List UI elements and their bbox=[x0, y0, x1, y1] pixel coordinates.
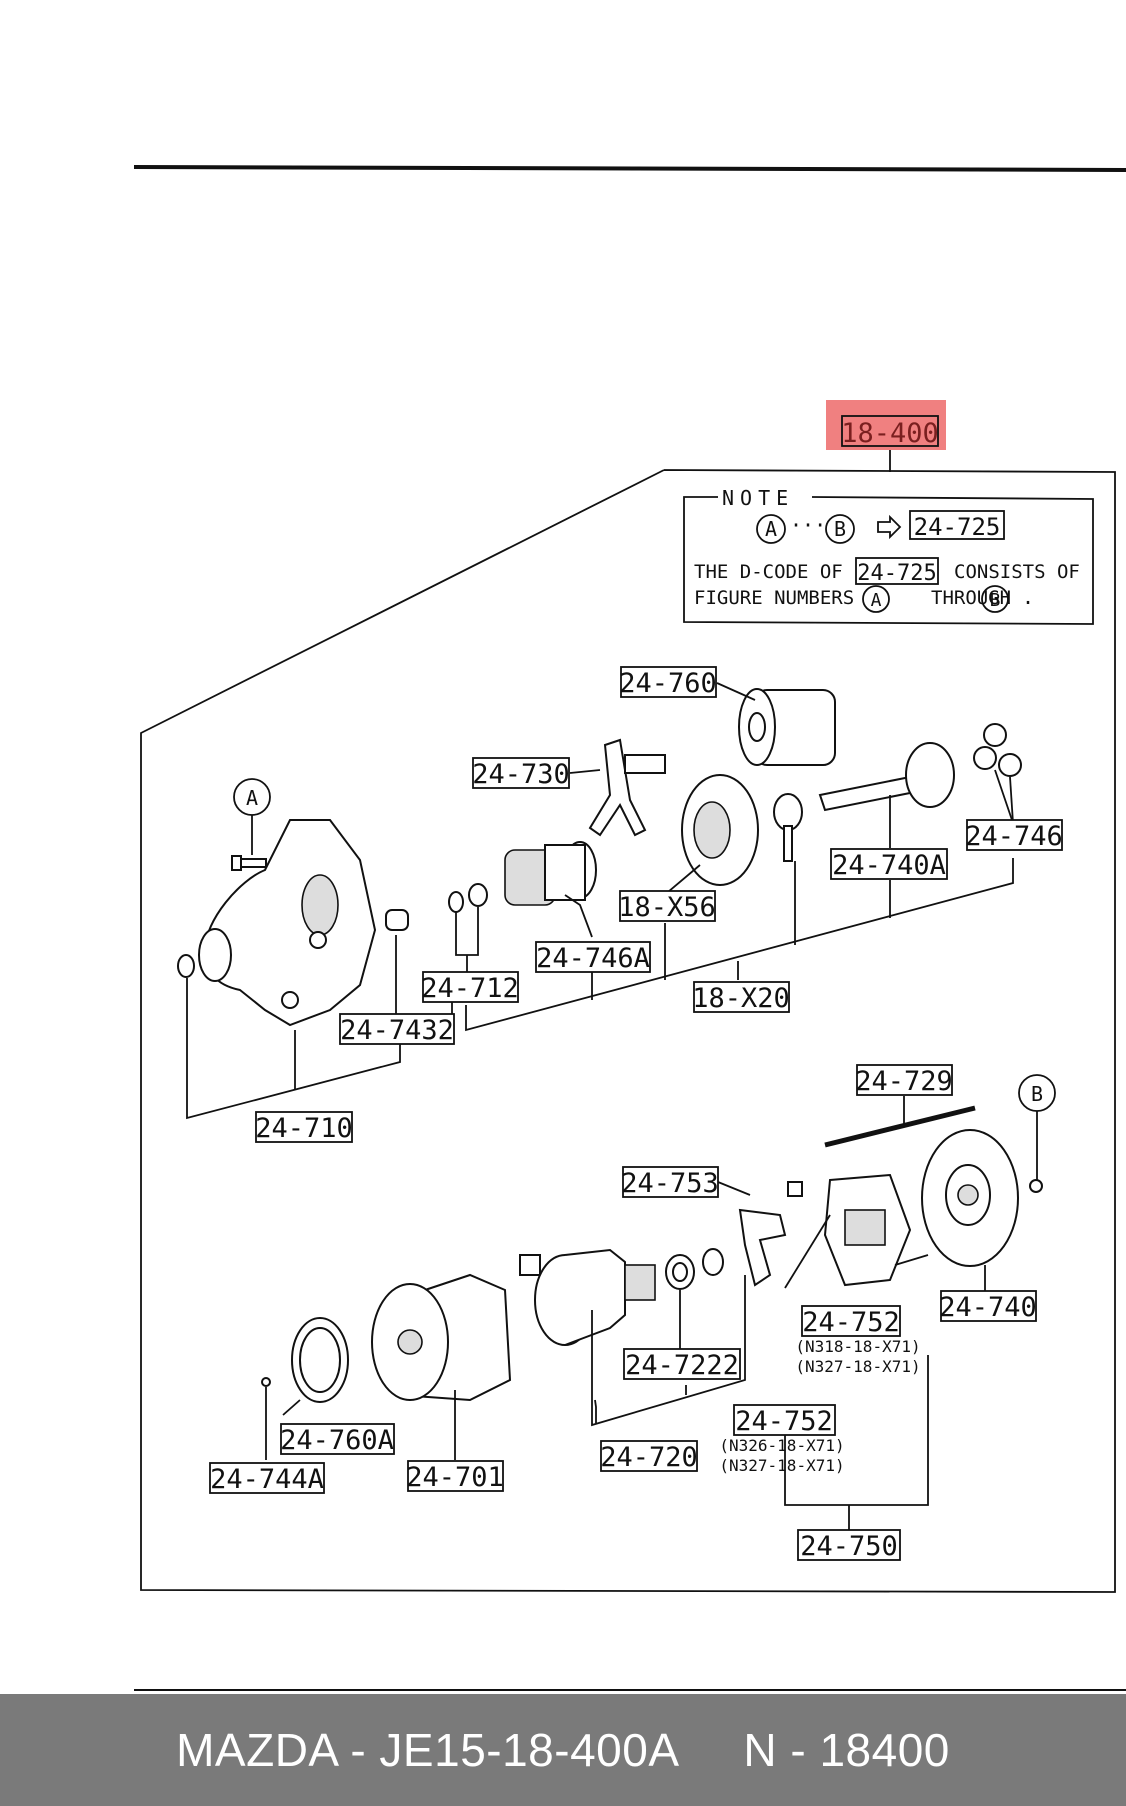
svg-text:18-X20: 18-X20 bbox=[692, 983, 790, 1014]
svg-text:B: B bbox=[990, 590, 1001, 611]
svg-text:24-753: 24-753 bbox=[621, 1168, 719, 1199]
assembly-highlight[interactable] bbox=[826, 400, 946, 450]
svg-text:A: A bbox=[765, 517, 777, 541]
rear-cover-part[interactable] bbox=[921, 1129, 1019, 1267]
svg-text:24-712: 24-712 bbox=[421, 973, 519, 1004]
front-housing-part[interactable] bbox=[198, 819, 377, 1027]
through-bolt-part[interactable] bbox=[824, 1105, 976, 1148]
svg-text:24-701: 24-701 bbox=[406, 1462, 504, 1493]
shim-part[interactable] bbox=[773, 793, 803, 862]
note-ref-code: 24-725 bbox=[914, 513, 1001, 541]
callout-18-X20[interactable]: 18-X20 bbox=[692, 981, 790, 1014]
svg-text:24-710: 24-710 bbox=[255, 1113, 353, 1144]
svg-text:(N318-18-X71): (N318-18-X71) bbox=[795, 1337, 920, 1356]
svg-text:24-744A: 24-744A bbox=[210, 1464, 324, 1495]
brush-holder-part[interactable] bbox=[823, 1173, 912, 1287]
armature-bearing-part[interactable] bbox=[665, 1254, 695, 1290]
svg-text:24-760: 24-760 bbox=[619, 668, 717, 699]
svg-text:A: A bbox=[871, 590, 882, 611]
armature-part[interactable] bbox=[519, 1248, 656, 1346]
drive-lever-part[interactable] bbox=[588, 738, 666, 837]
part-number-caption: MAZDA - JE15-18-400A N - 18400 bbox=[176, 1724, 950, 1776]
note-box: NOTE A ··· B 24-725 THE D-CODE OF 24-725… bbox=[683, 486, 1094, 625]
callout-24-740A[interactable]: 24-740A bbox=[830, 848, 948, 881]
svg-text:(N327-18-X71): (N327-18-X71) bbox=[795, 1357, 920, 1376]
group-outline bbox=[140, 469, 1116, 1593]
svg-text:24-760A: 24-760A bbox=[280, 1425, 394, 1456]
callout-24-760[interactable]: 24-760 bbox=[619, 666, 717, 699]
center-plate-part[interactable] bbox=[681, 774, 759, 886]
callout-24-7222[interactable]: 24-7222 bbox=[623, 1348, 741, 1381]
svg-text:(N326-18-X71): (N326-18-X71) bbox=[719, 1436, 844, 1455]
svg-text:24-720: 24-720 bbox=[600, 1442, 698, 1473]
svg-text:THROUGH: THROUGH bbox=[931, 587, 1011, 609]
bolt-a-part[interactable] bbox=[231, 855, 267, 871]
bushing-part[interactable] bbox=[385, 909, 409, 931]
callout-24-701[interactable]: 24-701 bbox=[406, 1460, 504, 1493]
svg-text:CONSISTS OF: CONSISTS OF bbox=[954, 561, 1080, 583]
svg-text:24-729: 24-729 bbox=[855, 1066, 953, 1097]
svg-text:(N327-18-X71): (N327-18-X71) bbox=[719, 1456, 844, 1475]
marker-b: B bbox=[1031, 1082, 1043, 1106]
svg-text:24-746A: 24-746A bbox=[536, 943, 650, 974]
pinion-clutch-part[interactable] bbox=[504, 841, 597, 906]
callout-24-752-b[interactable]: 24-752 (N326-18-X71) (N327-18-X71) bbox=[719, 1404, 845, 1475]
callout-24-712[interactable]: 24-712 bbox=[421, 971, 519, 1004]
planetary-gears-part[interactable] bbox=[973, 723, 1022, 777]
svg-text:.: . bbox=[1022, 585, 1034, 609]
callout-24-740[interactable]: 24-740 bbox=[939, 1290, 1037, 1323]
svg-text:24-752: 24-752 bbox=[802, 1307, 900, 1338]
solenoid-switch-part[interactable] bbox=[738, 688, 836, 766]
thrust-washer-part[interactable] bbox=[702, 1248, 724, 1276]
callout-24-760A[interactable]: 24-760A bbox=[280, 1423, 395, 1456]
seal-ring-part[interactable] bbox=[177, 954, 195, 978]
svg-text:18-X56: 18-X56 bbox=[618, 892, 716, 923]
svg-text:24-7222: 24-7222 bbox=[625, 1350, 739, 1381]
svg-text:FIGURE NUMBERS: FIGURE NUMBERS bbox=[694, 587, 854, 609]
callout-24-720[interactable]: 24-720 bbox=[600, 1440, 698, 1473]
callout-18-X56[interactable]: 18-X56 bbox=[618, 890, 716, 923]
callout-24-746A[interactable]: 24-746A bbox=[535, 941, 651, 974]
note-line1-prefix: THE D-CODE OF bbox=[694, 561, 843, 583]
callout-24-750[interactable]: 24-750 bbox=[797, 1529, 901, 1562]
svg-text:B: B bbox=[834, 517, 846, 541]
assembly-label: 18-400 bbox=[841, 418, 939, 449]
svg-text:24-730: 24-730 bbox=[472, 759, 570, 790]
svg-text:···: ··· bbox=[790, 513, 826, 537]
leader-lines bbox=[186, 682, 1014, 1530]
callout-24-746[interactable]: 24-746 bbox=[965, 819, 1063, 852]
svg-text:24-725: 24-725 bbox=[857, 561, 936, 586]
svg-text:24-750: 24-750 bbox=[800, 1531, 898, 1562]
callout-24-7432[interactable]: 24-7432 bbox=[339, 1013, 455, 1046]
callout-24-729[interactable]: 24-729 bbox=[855, 1064, 953, 1097]
screw-b-part[interactable] bbox=[1029, 1179, 1043, 1193]
callout-24-710[interactable]: 24-710 bbox=[255, 1111, 353, 1144]
callout-24-730[interactable]: 24-730 bbox=[472, 757, 570, 790]
gasket-part[interactable] bbox=[291, 1317, 349, 1403]
callout-24-752-a[interactable]: 24-752 (N318-18-X71) (N327-18-X71) bbox=[795, 1305, 921, 1376]
svg-text:24-740A: 24-740A bbox=[832, 850, 946, 881]
yoke-part[interactable] bbox=[371, 1273, 512, 1402]
small-washer-part[interactable] bbox=[261, 1377, 271, 1387]
callout-24-744A[interactable]: 24-744A bbox=[209, 1462, 325, 1495]
stop-ring-part[interactable] bbox=[468, 883, 488, 907]
svg-text:24-746: 24-746 bbox=[965, 821, 1063, 852]
footer-bar: MAZDA - JE15-18-400A N - 18400 bbox=[0, 1694, 1126, 1806]
circlip-part[interactable] bbox=[448, 891, 464, 913]
brush-lead-part[interactable] bbox=[738, 1181, 803, 1287]
callout-24-753[interactable]: 24-753 bbox=[621, 1166, 719, 1199]
note-title: NOTE bbox=[722, 486, 794, 510]
svg-text:24-7432: 24-7432 bbox=[340, 1015, 454, 1046]
planetary-shaft-part[interactable] bbox=[818, 742, 955, 812]
svg-text:24-752: 24-752 bbox=[735, 1406, 833, 1437]
marker-a: A bbox=[246, 786, 258, 810]
svg-text:24-740: 24-740 bbox=[939, 1292, 1037, 1323]
top-rule bbox=[133, 165, 1126, 172]
